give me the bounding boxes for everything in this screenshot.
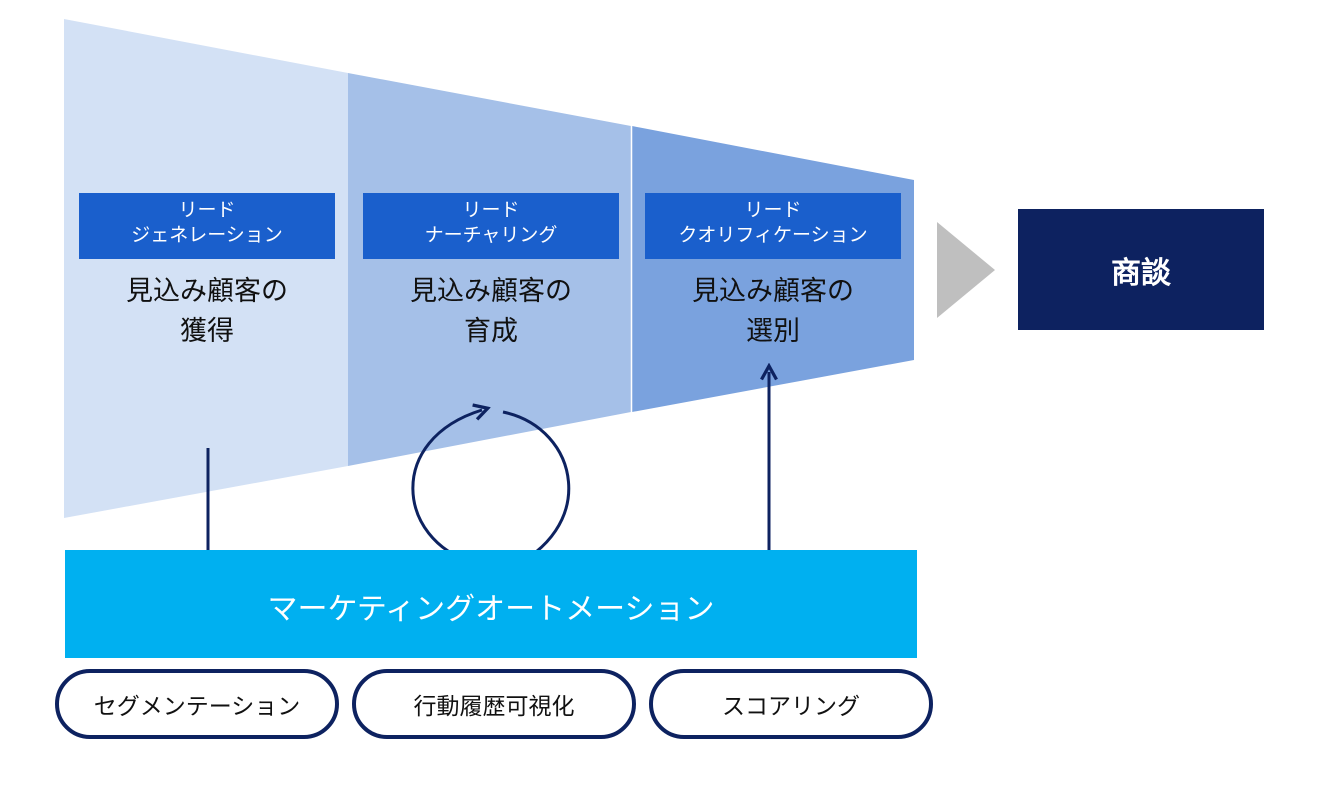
function-pill-behavior-visualization: 行動履歴可視化 — [352, 669, 636, 739]
stage-tag-qualification: リード クオリフィケーション — [645, 193, 901, 259]
stage-tag-line1: リード — [178, 199, 236, 221]
deal-label: 商談 — [1111, 255, 1171, 291]
stage-tag-line2: クオリフィケーション — [678, 224, 868, 246]
stage-desc-line2: 選別 — [746, 316, 800, 347]
marketing-automation-label: マーケティングオートメーション — [267, 592, 715, 627]
deal-box: 商談 — [1018, 209, 1264, 330]
function-pill-segmentation: セグメンテーション — [55, 669, 339, 739]
function-pill-scoring: スコアリング — [649, 669, 933, 739]
stage-tag-line2: ジェネレーション — [131, 224, 283, 246]
stage-desc-line2: 獲得 — [180, 316, 234, 347]
chevron-right-icon — [937, 222, 995, 318]
funnel-stage-qualification — [632, 126, 914, 412]
function-pill-label: 行動履歴可視化 — [413, 694, 575, 720]
stage-desc-qualification: 見込み顧客の 選別 — [645, 272, 901, 352]
marketing-automation-bar: マーケティングオートメーション — [65, 550, 917, 658]
stage-desc-line2: 育成 — [464, 316, 518, 347]
stage-tag-line1: リード — [462, 199, 520, 221]
stage-tag-line2: ナーチャリング — [424, 224, 558, 246]
cycle-arrow-icon — [503, 410, 571, 570]
stage-tag-line1: リード — [744, 199, 802, 221]
stage-desc-generation: 見込み顧客の 獲得 — [79, 272, 335, 352]
funnel-stage-nurturing — [348, 73, 631, 466]
stage-desc-line1: 見込み顧客の — [410, 276, 572, 307]
stage-desc-nurturing: 見込み顧客の 育成 — [363, 272, 619, 352]
stage-tag-generation: リード ジェネレーション — [79, 193, 335, 259]
function-pill-label: スコアリング — [722, 694, 860, 720]
funnel-stage-generation — [64, 19, 348, 518]
stage-desc-line1: 見込み顧客の — [126, 276, 288, 307]
function-pill-label: セグメンテーション — [93, 694, 301, 720]
stage-tag-nurturing: リード ナーチャリング — [363, 193, 619, 259]
stage-desc-line1: 見込み顧客の — [692, 276, 854, 307]
